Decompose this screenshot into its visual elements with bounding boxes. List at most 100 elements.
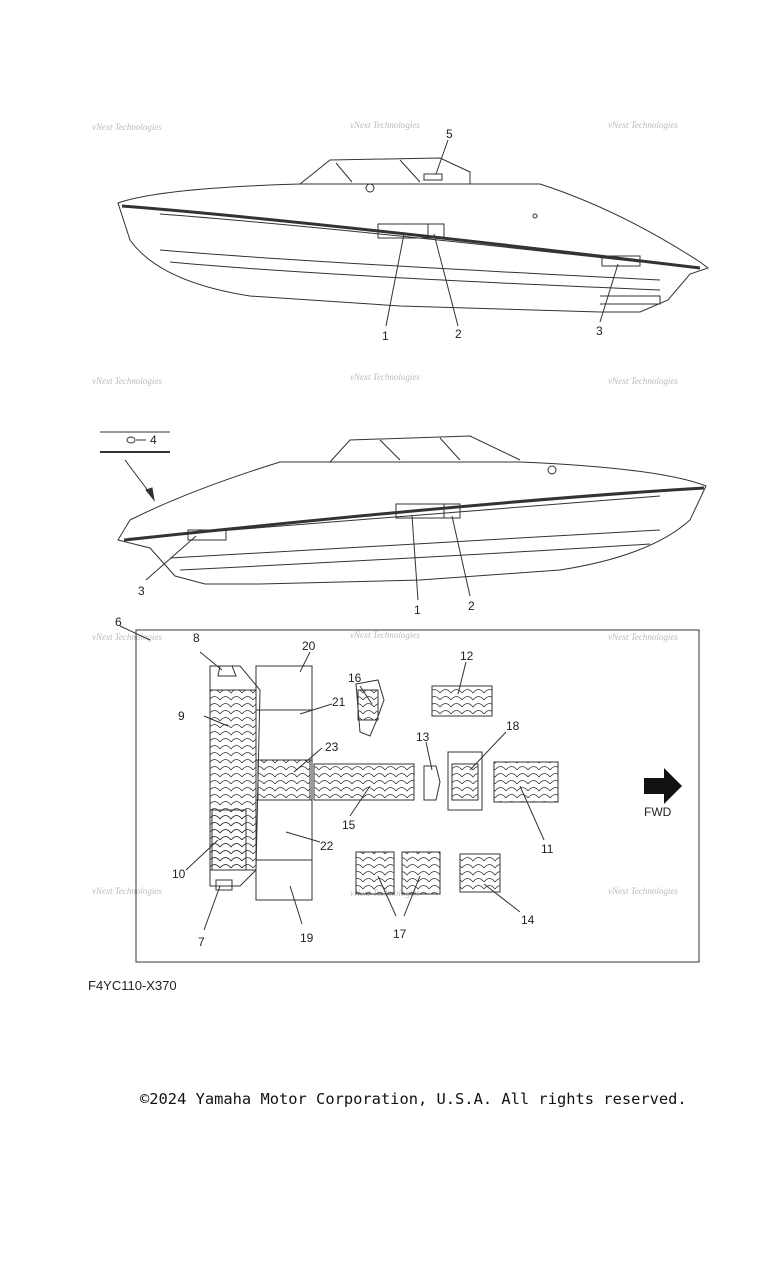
mat-18-frame — [447, 751, 483, 811]
leader-line — [435, 139, 449, 175]
callout-10: 10 — [172, 867, 186, 881]
swim-platform-mats — [255, 665, 313, 901]
cleat — [365, 183, 375, 193]
cleat — [547, 465, 557, 475]
callout-20: 20 — [302, 639, 316, 653]
mat-17a — [355, 851, 395, 895]
corner-mat-8 — [217, 665, 237, 677]
callout-21: 21 — [332, 695, 346, 709]
leader-line — [433, 233, 459, 327]
leader-line — [599, 263, 619, 323]
callout-3: 3 — [138, 584, 145, 598]
callout-16: 16 — [348, 671, 362, 685]
watermark: vNext Technologies — [608, 632, 678, 642]
hull-strake — [169, 261, 661, 291]
mat-15 — [313, 763, 415, 801]
watermark: vNext Technologies — [350, 120, 420, 130]
callout-12: 12 — [460, 649, 474, 663]
callout-15: 15 — [342, 818, 356, 832]
rub-rail — [123, 486, 705, 542]
leader-line — [293, 747, 323, 773]
watermark: vNext Technologies — [92, 886, 162, 896]
boat-side-view-port — [100, 431, 707, 601]
copyright-notice: ©2024 Yamaha Motor Corporation, U.S.A. A… — [140, 1090, 687, 1108]
leader-line — [451, 515, 471, 597]
callout-5: 5 — [446, 127, 453, 141]
watermark: vNext Technologies — [350, 372, 420, 382]
panel-frame — [135, 629, 700, 963]
callout-23: 23 — [325, 740, 339, 754]
mat-23 — [257, 759, 311, 801]
hull-outline — [117, 183, 710, 313]
leader-line — [203, 885, 221, 931]
mat-18 — [451, 763, 479, 801]
leader-line — [203, 715, 229, 727]
hull-line — [159, 213, 641, 263]
windshield — [299, 157, 471, 185]
leader-line — [285, 831, 321, 843]
callout-7: 7 — [198, 935, 205, 949]
mat-11 — [493, 761, 559, 803]
callout-13: 13 — [416, 730, 430, 744]
mat-16-pattern — [357, 689, 379, 721]
leader-line — [299, 651, 311, 673]
callout-3: 3 — [596, 324, 603, 338]
label-4-detail — [126, 436, 136, 444]
mat-16 — [355, 679, 385, 737]
boat-side-view-starboard — [117, 139, 710, 327]
leader-line — [457, 661, 467, 695]
watermark: vNext Technologies — [92, 632, 162, 642]
hull-strake — [169, 529, 661, 559]
drawing-code: F4YC110-X370 — [88, 978, 177, 993]
mat-14 — [459, 853, 501, 893]
windshield-frame — [335, 159, 421, 183]
watermark: vNext Technologies — [608, 886, 678, 896]
leader-line — [385, 233, 405, 327]
leader-line — [469, 731, 507, 771]
leader-line — [377, 875, 397, 917]
callout-17: 17 — [393, 927, 407, 941]
mat-10 — [211, 809, 247, 871]
label-2 — [427, 223, 445, 239]
callout-1: 1 — [382, 329, 389, 343]
leader-line — [403, 875, 421, 917]
watermark: vNext Technologies — [608, 120, 678, 130]
deck-mat-panel — [119, 625, 700, 963]
hull-strake — [159, 249, 661, 281]
watermark: vNext Technologies — [350, 630, 420, 640]
hull-outline — [117, 461, 707, 585]
hull-line — [179, 495, 661, 535]
label-5 — [423, 173, 443, 181]
leader-line — [359, 685, 373, 705]
leader-line — [519, 785, 545, 841]
leader-line — [425, 741, 433, 771]
corner-mat-7 — [215, 879, 233, 891]
windshield-frame — [379, 437, 461, 461]
mat-17b — [401, 851, 441, 895]
swim-step — [600, 295, 661, 305]
leader-line — [119, 625, 151, 641]
leader-line — [289, 885, 303, 925]
forward-arrow-icon — [644, 768, 682, 804]
leader-line — [145, 535, 197, 581]
callout-11: 11 — [541, 842, 554, 856]
rub-rail — [121, 204, 701, 270]
leader-line — [299, 703, 333, 715]
arrow-head — [145, 487, 155, 502]
watermark: vNext Technologies — [92, 376, 162, 386]
fitting — [532, 213, 538, 219]
callout-8: 8 — [193, 631, 200, 645]
hull-strake — [179, 543, 651, 571]
callout-2: 2 — [455, 327, 462, 341]
mat-12 — [431, 685, 493, 717]
leader-line — [185, 839, 219, 871]
leader-line — [411, 515, 419, 601]
callout-18: 18 — [506, 719, 520, 733]
mat-13 — [423, 765, 441, 801]
fwd-label: FWD — [644, 805, 672, 819]
callout-2: 2 — [468, 599, 475, 613]
leader-line — [199, 651, 223, 671]
callout-19: 19 — [300, 931, 314, 945]
callout-22: 22 — [320, 839, 334, 853]
